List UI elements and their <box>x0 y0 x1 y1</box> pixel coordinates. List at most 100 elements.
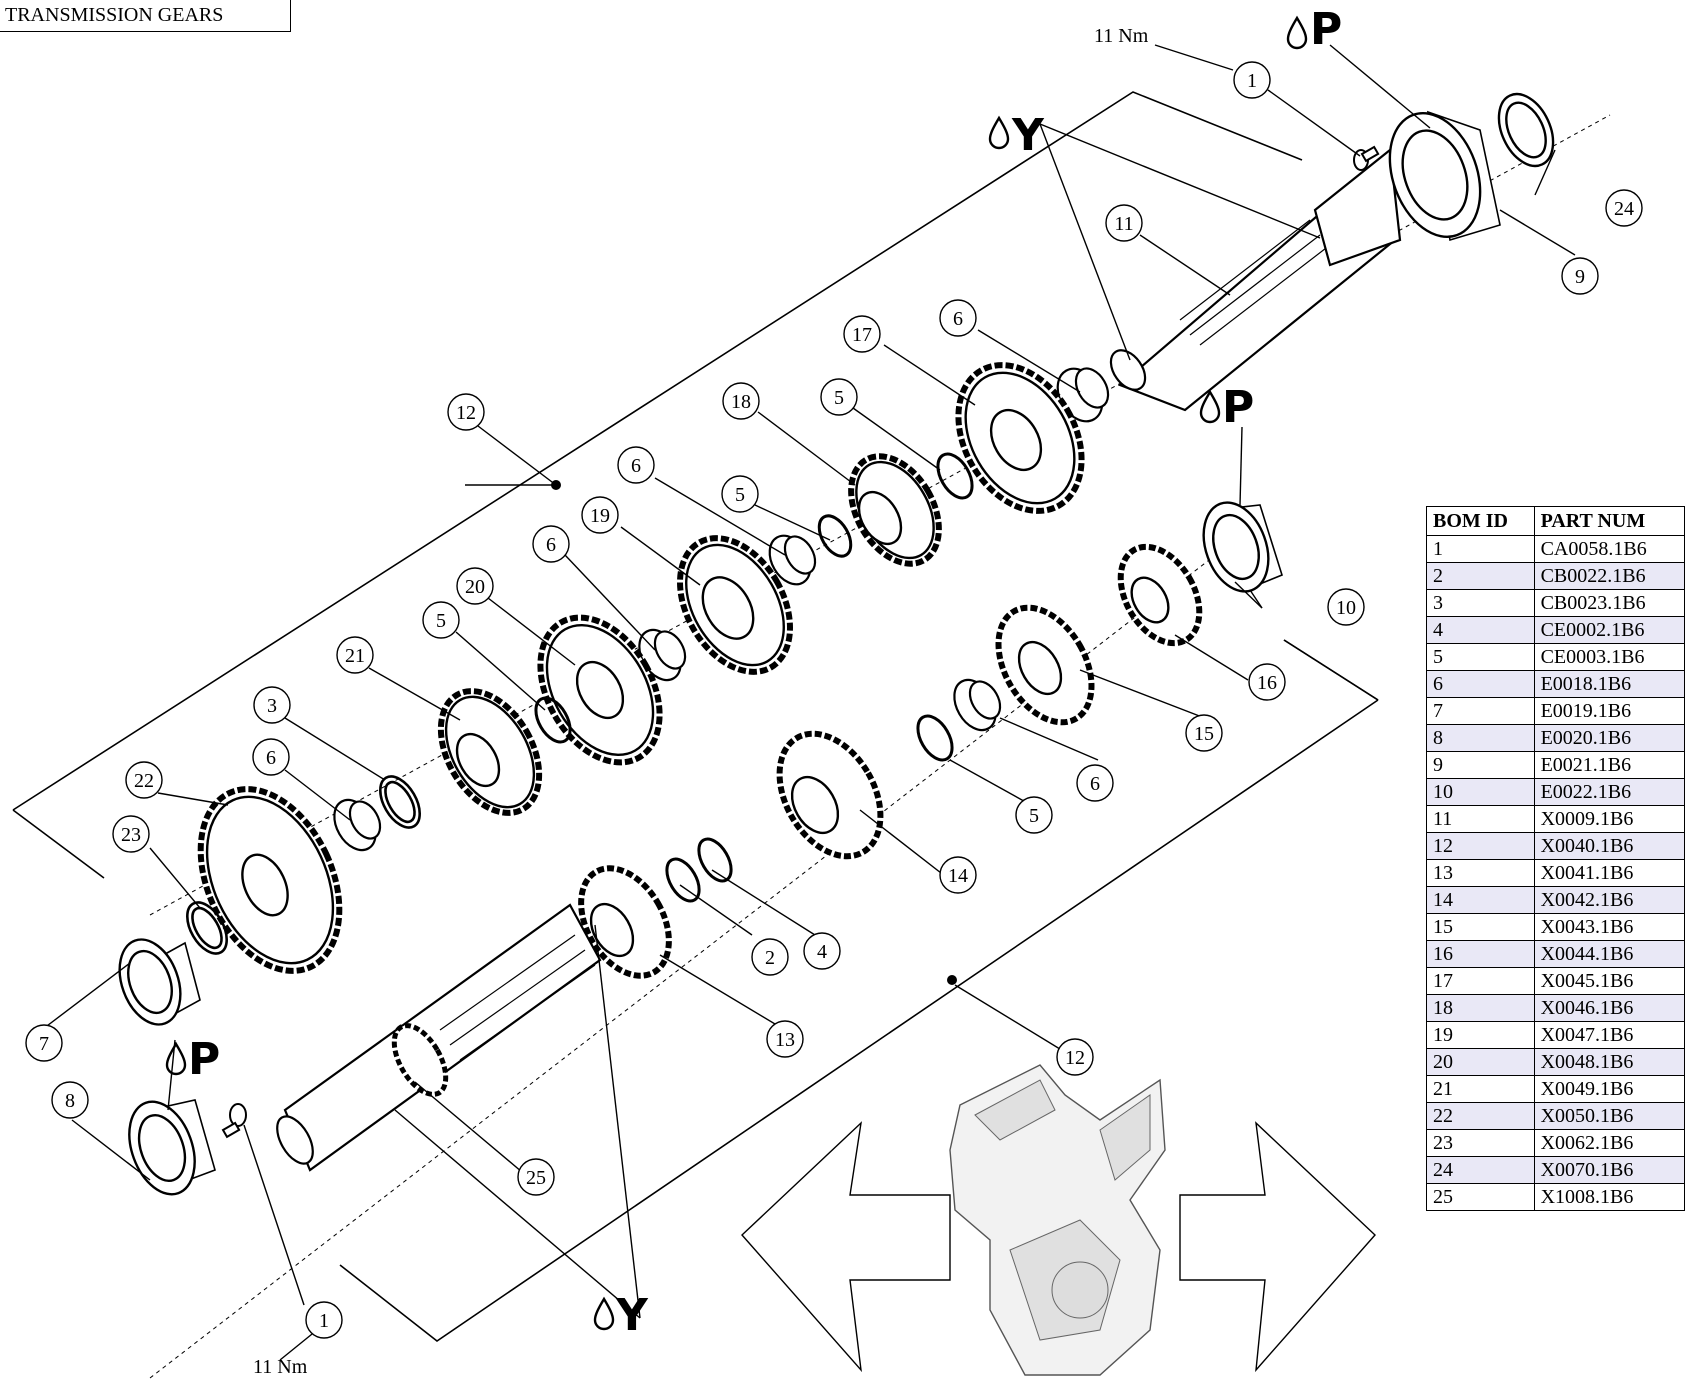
lube-marker-p-mid: P <box>1199 382 1254 433</box>
callout-16: 16 <box>1257 672 1277 694</box>
lube-y-label: Y <box>615 1290 649 1341</box>
gear-15 <box>995 604 1095 726</box>
lube-p-label: P <box>188 1034 220 1085</box>
gear-13 <box>578 865 672 979</box>
bom-id-cell: 18 <box>1426 994 1535 1022</box>
part-number-cell: X0044.1B6 <box>1533 940 1685 968</box>
arrow-left-icon[interactable] <box>741 1121 951 1373</box>
leader-line <box>477 425 557 486</box>
washer-23 <box>186 901 228 955</box>
needle-bearing <box>953 678 1002 732</box>
bom-id-cell: 13 <box>1426 859 1535 887</box>
bom-id-cell: 10 <box>1426 778 1535 806</box>
axis-lines <box>149 114 1611 1379</box>
torque-label-bottom: 11 Nm <box>253 1356 308 1378</box>
part-number-cell: X0045.1B6 <box>1533 967 1685 995</box>
callout-1: 1 <box>1247 70 1257 92</box>
callout-6: 6 <box>631 455 641 477</box>
part-number-cell: X0042.1B6 <box>1533 886 1685 914</box>
needle-bearing <box>333 798 382 852</box>
thrust-washer <box>379 775 421 829</box>
lube-p-label: P <box>1222 382 1254 433</box>
input-shaft <box>1109 147 1402 412</box>
part-number-cell: X0070.1B6 <box>1533 1156 1685 1184</box>
callout-12: 12 <box>456 402 476 424</box>
gear-18 <box>848 453 942 567</box>
part-number-cell: CE0002.1B6 <box>1533 616 1685 644</box>
callout-4: 4 <box>817 941 827 963</box>
bom-id-cell: 5 <box>1426 643 1535 671</box>
bom-id-cell: 23 <box>1426 1129 1535 1157</box>
callout-5: 5 <box>436 610 446 632</box>
circlip <box>534 696 572 744</box>
callout-15: 15 <box>1194 723 1214 745</box>
part-number-cell: X0047.1B6 <box>1533 1021 1685 1049</box>
needle-bearing <box>768 534 817 586</box>
part-number-cell: E0022.1B6 <box>1533 778 1685 806</box>
callout-17: 17 <box>852 324 872 346</box>
part-number-cell: X0062.1B6 <box>1533 1129 1685 1157</box>
callout-2: 2 <box>765 947 775 969</box>
bom-header-part: PART NUM <box>1533 506 1685 536</box>
lube-y-label: Y <box>1011 110 1045 161</box>
callout-5: 5 <box>735 484 745 506</box>
callout-14: 14 <box>948 865 968 887</box>
bom-id-cell: 11 <box>1426 805 1535 833</box>
gear-21 <box>437 688 543 816</box>
part-number-cell: X0048.1B6 <box>1533 1048 1685 1076</box>
diagram-title: TRANSMISSION GEARS <box>0 0 291 32</box>
part-number-cell: CA0058.1B6 <box>1533 535 1685 563</box>
ball-bearing-9 <box>1388 110 1501 242</box>
part-number-cell: X0009.1B6 <box>1533 805 1685 833</box>
bom-id-cell: 16 <box>1426 940 1535 968</box>
bom-id-cell: 2 <box>1426 562 1535 590</box>
part-number-cell: X0049.1B6 <box>1533 1075 1685 1103</box>
gear-20 <box>537 614 663 766</box>
arrow-right-icon[interactable] <box>1179 1121 1376 1373</box>
output-shaft <box>276 903 602 1172</box>
circlip <box>817 514 853 558</box>
callout-23: 23 <box>121 824 141 846</box>
lube-p-label: P <box>1310 4 1342 55</box>
part-number-cell: CE0003.1B6 <box>1533 643 1685 671</box>
circlip <box>936 452 974 500</box>
part-number-cell: E0020.1B6 <box>1533 724 1685 752</box>
bom-id-cell: 1 <box>1426 535 1535 563</box>
callout-6: 6 <box>546 534 556 556</box>
engine-thumbnail[interactable] <box>949 1064 1166 1376</box>
bom-id-cell: 22 <box>1426 1102 1535 1130</box>
bom-id-cell: 20 <box>1426 1048 1535 1076</box>
part-number-cell: E0018.1B6 <box>1533 670 1685 698</box>
bracket-12-lower <box>339 639 1379 1342</box>
gear-19 <box>677 535 793 675</box>
bom-id-cell: 19 <box>1426 1021 1535 1049</box>
screw-1 <box>221 1103 247 1139</box>
gear-14 <box>776 730 884 860</box>
circlip-2 <box>665 857 701 903</box>
part-number-cell: CB0023.1B6 <box>1533 589 1685 617</box>
callout-19: 19 <box>590 505 610 527</box>
callout-21: 21 <box>345 645 365 667</box>
gear-22 <box>197 786 343 974</box>
part-number-cell: X0046.1B6 <box>1533 994 1685 1022</box>
lube-marker-y-top: Y <box>988 110 1045 161</box>
callout-5: 5 <box>1029 805 1039 827</box>
part-number-cell: X0043.1B6 <box>1533 913 1685 941</box>
callout-9: 9 <box>1575 266 1585 288</box>
ball-bearing-7 <box>118 938 201 1026</box>
